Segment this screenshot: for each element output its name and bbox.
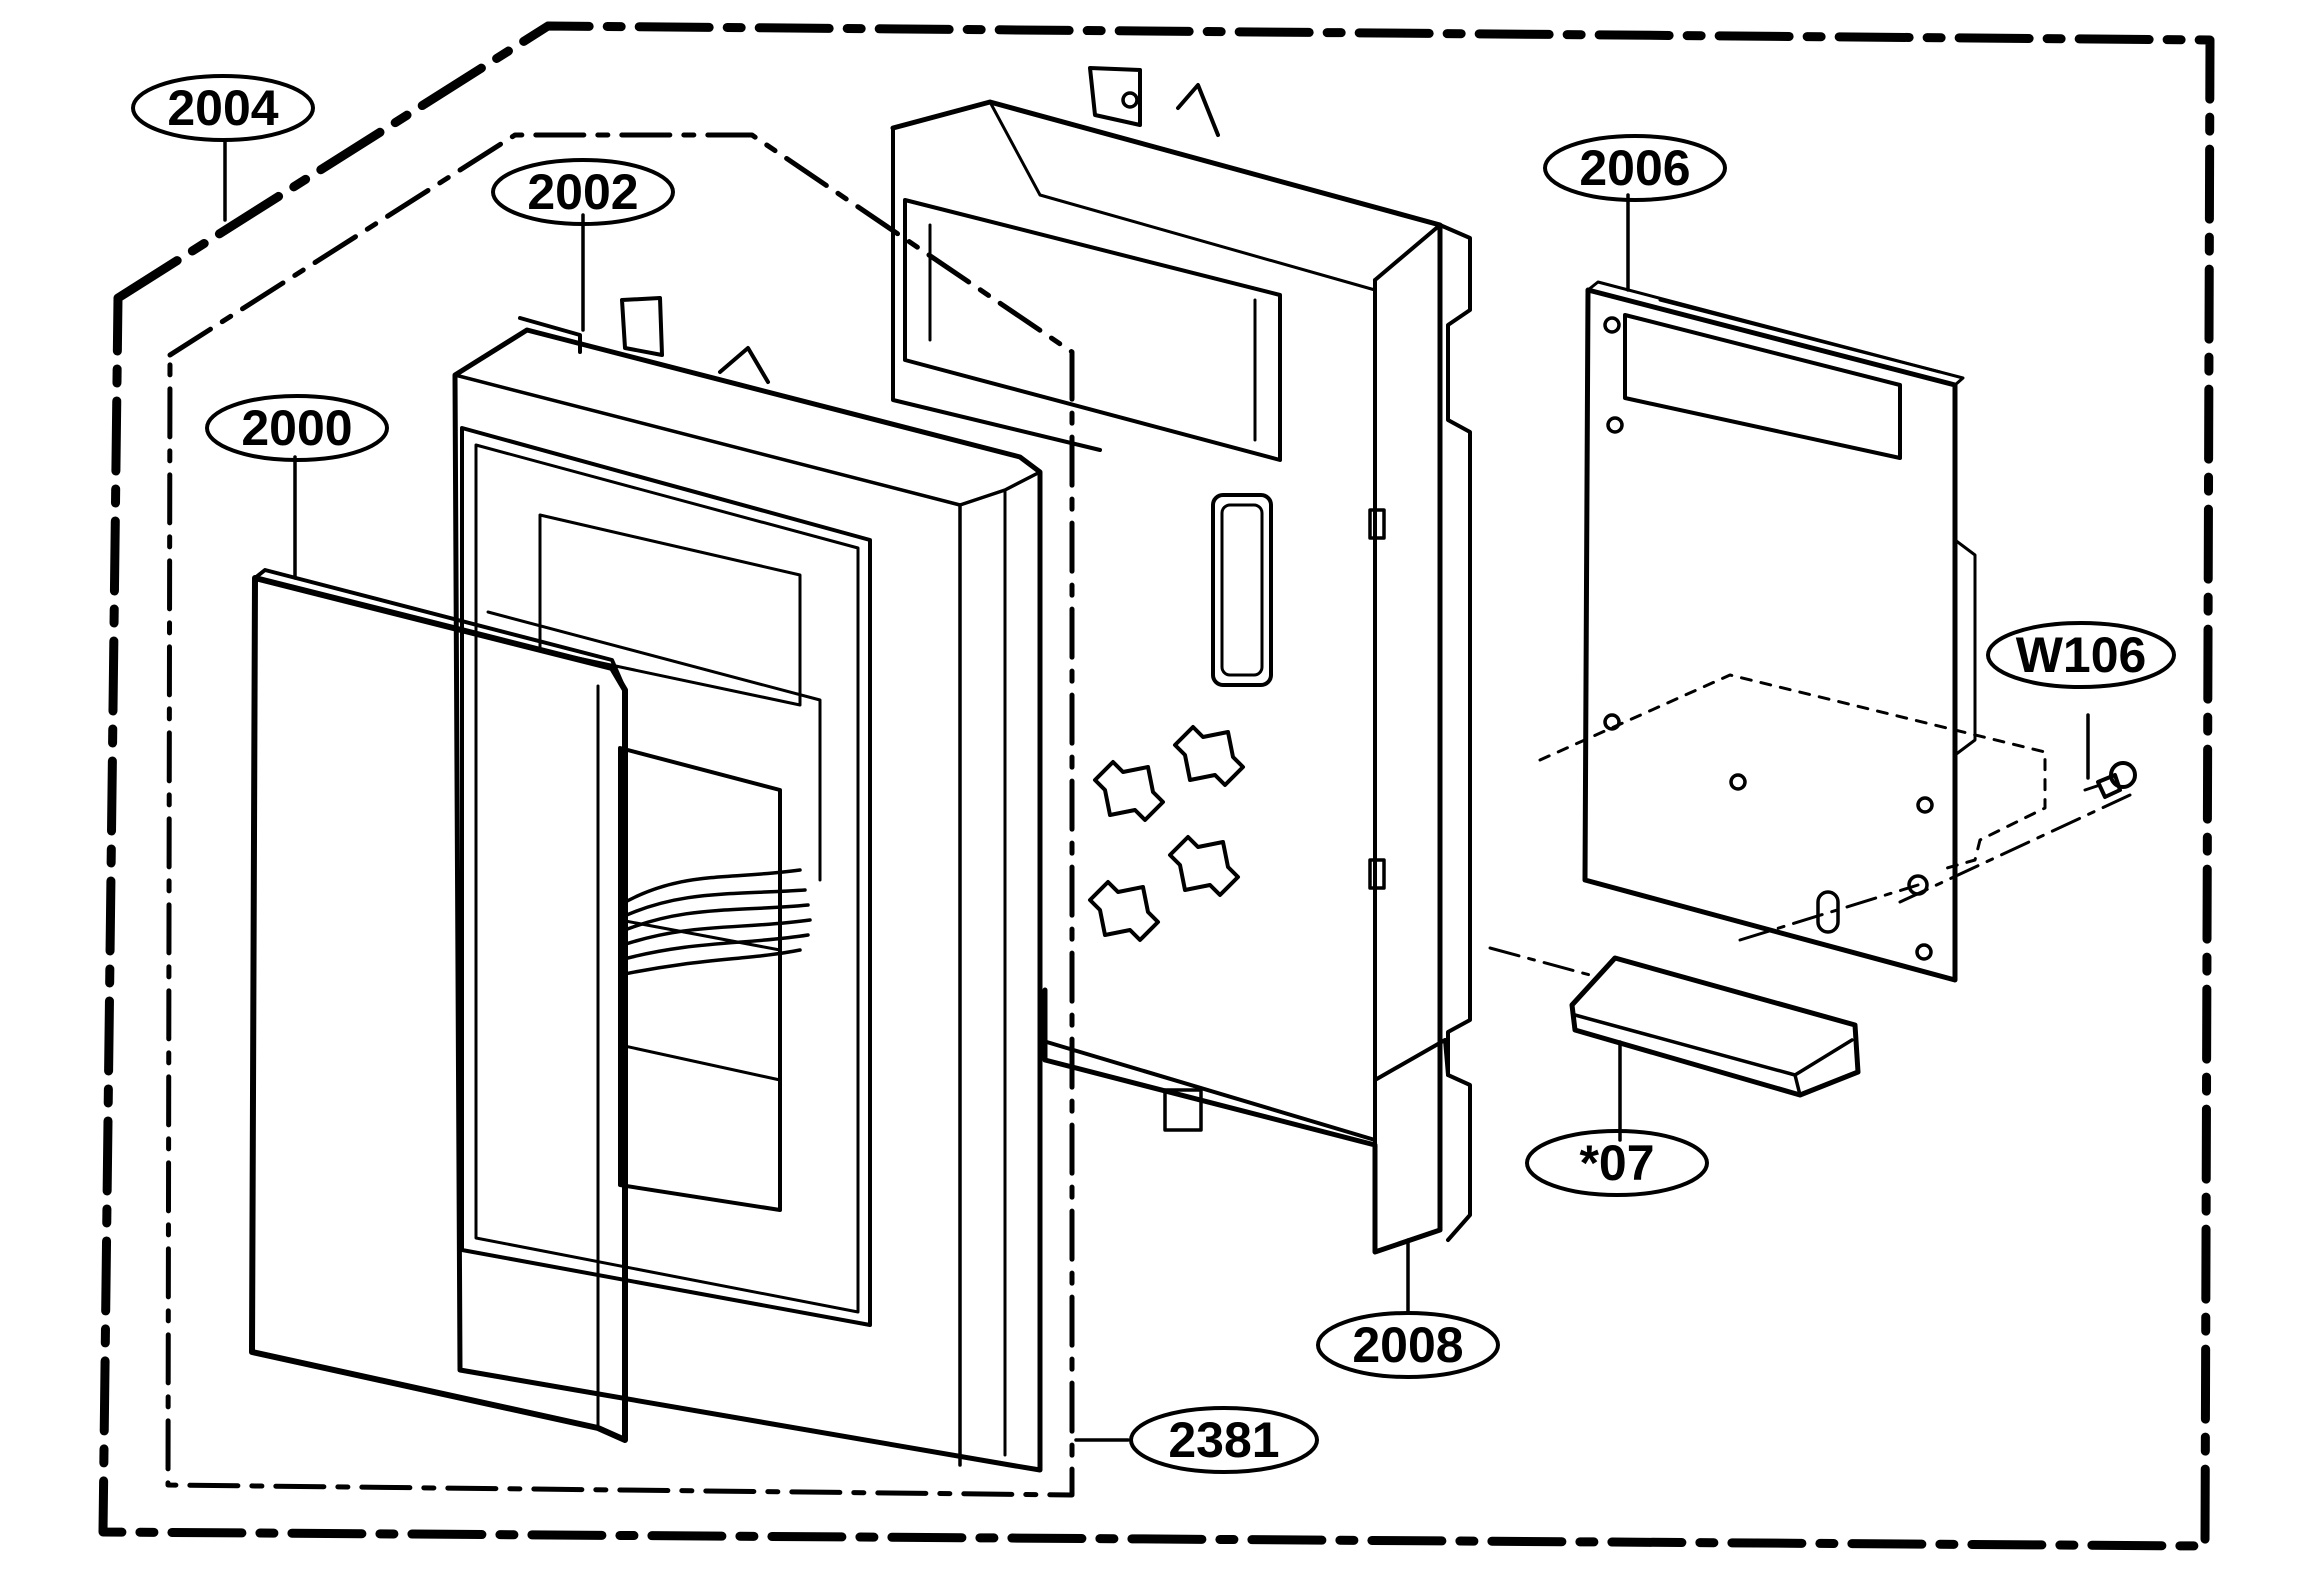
leader-lines	[223, 138, 2090, 1442]
assembly-boundary-2004	[98, 21, 2215, 1551]
part-w106-screw	[2083, 761, 2137, 799]
callout-2004: 2004	[131, 74, 315, 142]
callout-2000-label: 2000	[241, 400, 352, 456]
part-2002-control-panel-frame	[452, 296, 1043, 1473]
callout-2008-label: 2008	[1352, 1317, 1463, 1373]
callout-2381-label: 2381	[1168, 1412, 1279, 1468]
part-2006-pcb	[1582, 280, 1977, 983]
part-2008-rear-housing	[890, 66, 1472, 1255]
callout-w106: W106	[1986, 621, 2176, 689]
callout-07: *07	[1525, 1129, 1709, 1197]
callout-2000: 2000	[205, 394, 389, 462]
callout-2381: 2381	[1129, 1406, 1319, 1474]
callout-2002-label: 2002	[527, 164, 638, 220]
callout-2006-label: 2006	[1579, 140, 1690, 196]
callout-w106-label: W106	[2016, 627, 2147, 683]
callout-2008: 2008	[1316, 1311, 1500, 1379]
callout-2006: 2006	[1543, 134, 1727, 202]
callout-2004-label: 2004	[167, 80, 278, 136]
alignment-lines	[1488, 673, 2132, 977]
control-panel-boundary-2002	[165, 132, 1075, 1498]
part-2000-front-sheet	[249, 568, 628, 1443]
callout-2002: 2002	[491, 158, 675, 226]
callout-07-label: *07	[1579, 1135, 1654, 1191]
part-07-connector	[1569, 955, 1861, 1098]
